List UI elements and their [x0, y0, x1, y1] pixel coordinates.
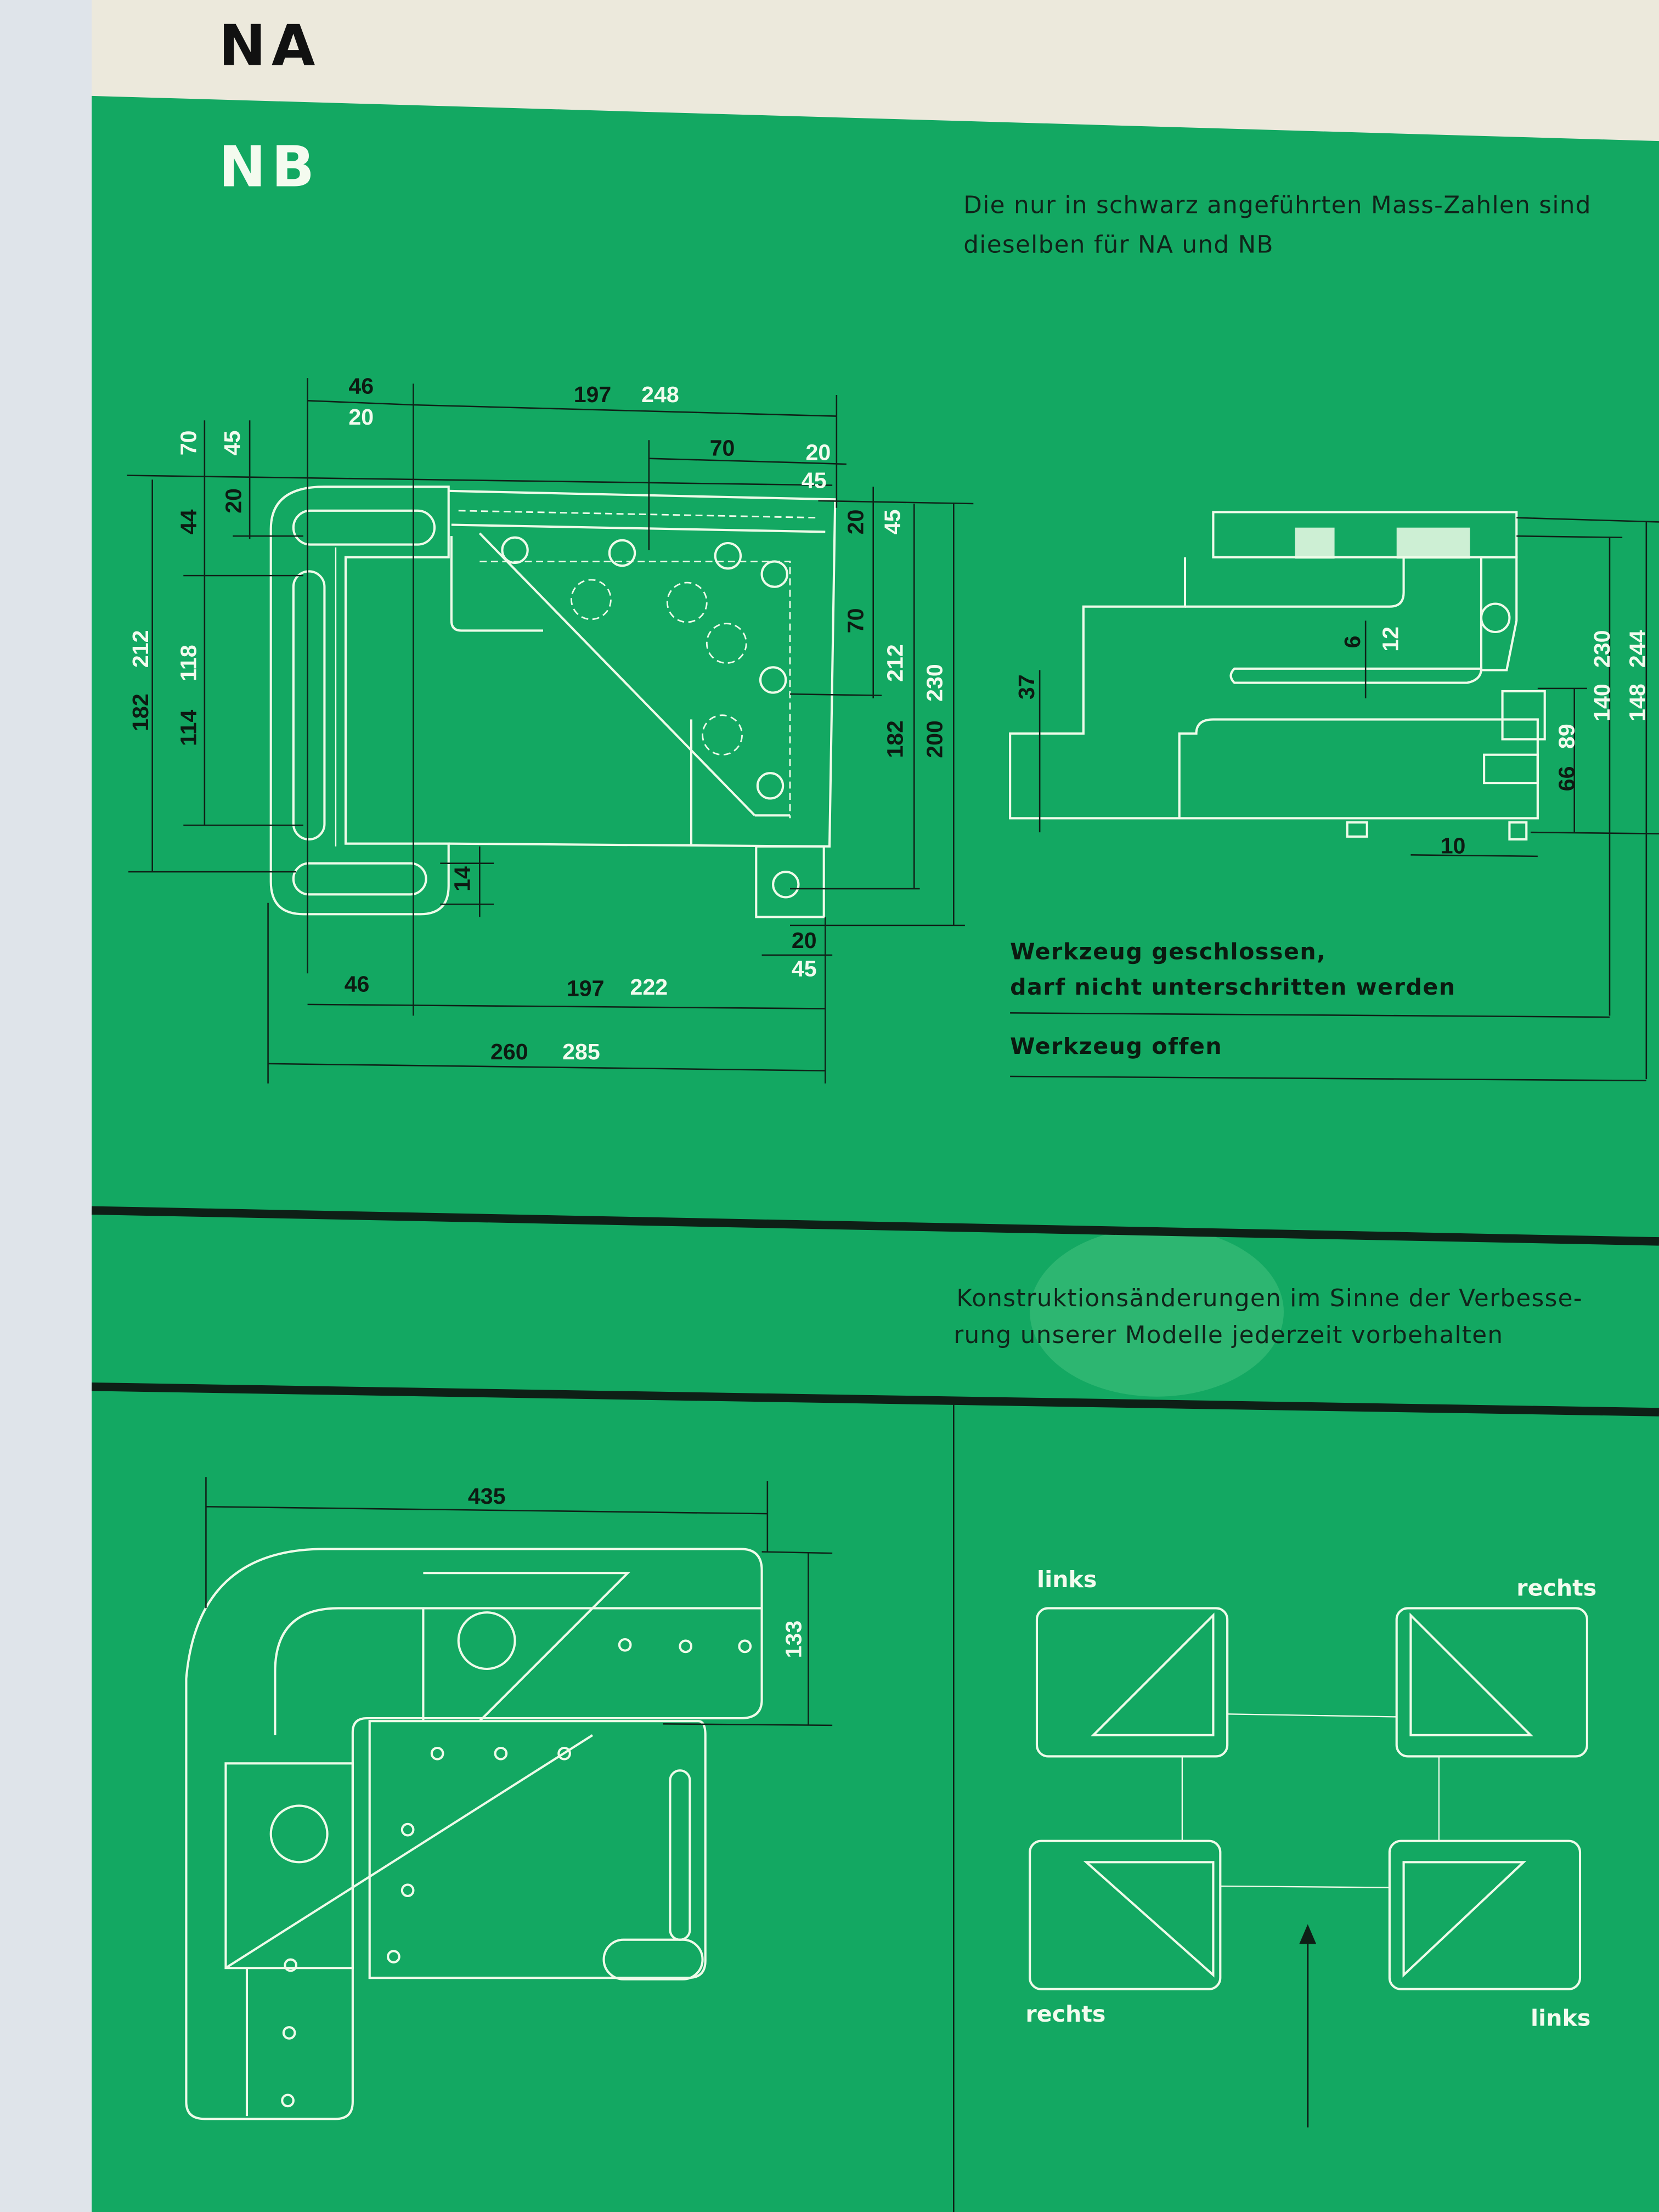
- arrow-up-icon: [1299, 1924, 1317, 1944]
- label-tool-closed-2: darf nicht unterschritten werden: [1010, 974, 1456, 1000]
- dim-label: 200: [922, 720, 947, 758]
- dim-label: 20: [843, 510, 868, 535]
- label-tool-closed-1: Werkzeug geschlossen,: [1010, 939, 1326, 965]
- dim-label: 66: [1554, 766, 1579, 792]
- dim-label: 89: [1554, 724, 1579, 749]
- corner-assembly-drawing: 435 133: [185, 1477, 833, 2120]
- dim-label: 20: [806, 439, 831, 465]
- side-view-drawing: 37 6 12 230 244 140 148 89 66 10 Werkzeu…: [1009, 511, 1659, 1081]
- note-top-line2: dieselben für NA und NB: [963, 230, 1273, 258]
- dim-label: 14: [449, 866, 475, 891]
- dim-label: 45: [219, 431, 245, 456]
- dim-label: 45: [880, 510, 905, 535]
- glare: [1030, 1227, 1284, 1397]
- dim-label: 248: [641, 382, 679, 407]
- dim-label: 46: [348, 373, 374, 398]
- dim-label: 12: [1378, 627, 1403, 652]
- dim-label: 45: [802, 468, 827, 493]
- dim-label: 118: [176, 645, 201, 681]
- dim-label: 285: [562, 1039, 600, 1064]
- dim-label: 182: [883, 720, 908, 758]
- label-rechts-bottom: rechts: [1025, 2001, 1105, 2027]
- dim-label: 197: [567, 975, 605, 1001]
- divider-band-2: [92, 1383, 1659, 1417]
- dim-label: 212: [883, 644, 908, 682]
- dim-label: 260: [490, 1039, 528, 1064]
- dim-label: 182: [128, 693, 153, 731]
- dim-label: 37: [1014, 674, 1039, 699]
- orientation-diagram: links rechts rechts links: [1025, 1566, 1596, 2128]
- divider-band-1: [91, 1206, 1659, 1246]
- plan-view-drawing: 46 20 197 248 70 20 45 70 45 20 44 212 1…: [127, 373, 974, 1084]
- dim-label: 20: [221, 488, 246, 514]
- dim-label: 20: [792, 928, 817, 953]
- dim-label: 230: [1589, 630, 1615, 668]
- note-top-line1: Die nur in schwarz angeführten Mass-Zahl…: [963, 191, 1591, 219]
- dim-label: 222: [630, 974, 668, 1000]
- green-sheet: [92, 95, 1659, 2212]
- dim-label: 70: [843, 608, 868, 634]
- dim-label: 197: [574, 382, 612, 407]
- dim-label: 70: [176, 431, 201, 456]
- cream-header-strip: [92, 0, 1659, 142]
- dim-label: 244: [1624, 630, 1650, 668]
- note-mid-line1: Konstruktionsänderungen im Sinne der Ver…: [956, 1284, 1582, 1312]
- dim-label: 46: [345, 972, 370, 997]
- dim-label: 44: [176, 509, 201, 534]
- label-links-top: links: [1037, 1566, 1097, 1593]
- model-na-title: NA: [219, 13, 321, 78]
- label-tool-open: Werkzeug offen: [1010, 1033, 1222, 1059]
- dim-label: 6: [1340, 636, 1365, 648]
- dim-label: 148: [1624, 684, 1650, 721]
- label-links-bottom: links: [1531, 2005, 1590, 2032]
- model-nb-title: NB: [219, 134, 320, 200]
- note-mid-line2: rung unserer Modelle jederzeit vorbehalt…: [953, 1321, 1503, 1349]
- dim-label: 140: [1589, 684, 1615, 721]
- dim-label: 133: [781, 1621, 806, 1658]
- dim-label: 435: [468, 1483, 506, 1509]
- dim-label: 114: [176, 710, 201, 746]
- dim-label: 20: [348, 404, 374, 430]
- label-rechts-top: rechts: [1516, 1575, 1596, 1601]
- dim-label: 10: [1441, 833, 1466, 859]
- dim-label: 45: [792, 956, 817, 981]
- dim-label: 230: [922, 664, 947, 702]
- dim-label: 70: [710, 436, 735, 461]
- dim-label: 212: [128, 630, 153, 668]
